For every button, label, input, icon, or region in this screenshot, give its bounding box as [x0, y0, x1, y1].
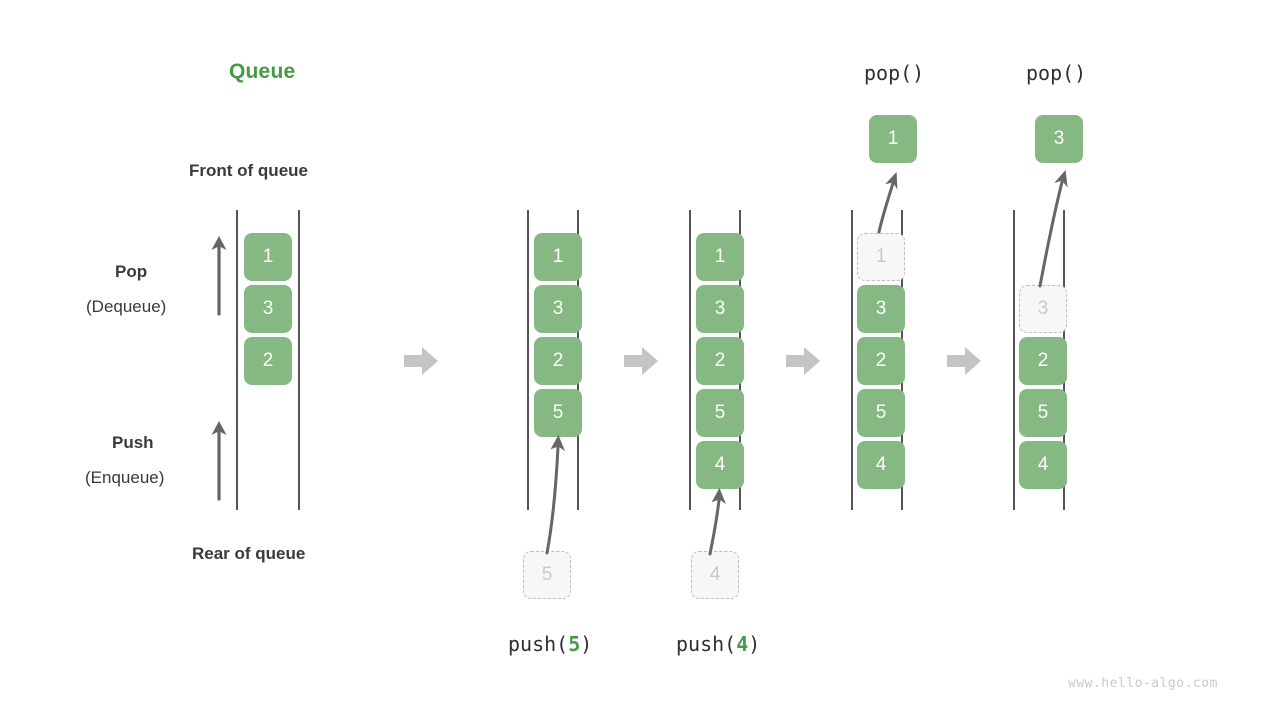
push-flow-arrow-icon: [520, 425, 590, 555]
push-4-prefix: push(: [676, 632, 737, 656]
push-4-argument: 4: [736, 632, 749, 656]
push-5-prefix: push(: [508, 632, 569, 656]
incoming-element-ghost: 4: [691, 551, 739, 599]
push-label: Push: [112, 433, 154, 452]
pop-label: Pop: [115, 262, 148, 281]
queue-cell: 3: [534, 285, 582, 333]
front-of-queue-label: Front of queue: [189, 161, 308, 180]
push-5-suffix: ): [580, 632, 593, 656]
queue-rail-left-3: [689, 210, 691, 510]
push-5-operation-label: push(5): [508, 632, 592, 656]
pop-direction-arrow-icon: [206, 232, 232, 316]
queue-rail-right-1: [298, 210, 300, 510]
push-5-argument: 5: [568, 632, 581, 656]
queue-cell: 2: [244, 337, 292, 385]
dequeue-label: (Dequeue): [86, 297, 167, 316]
queue-cell: 5: [696, 389, 744, 437]
popped-element: 1: [869, 115, 917, 163]
queue-cell: 5: [534, 389, 582, 437]
queue-cell: 5: [857, 389, 905, 437]
queue-cell: 2: [534, 337, 582, 385]
queue-rail-left-4: [851, 210, 853, 510]
transition-arrow-icon: [624, 344, 658, 378]
queue-cell: 4: [1019, 441, 1067, 489]
popped-element: 3: [1035, 115, 1083, 163]
watermark: www.hello-algo.com: [1068, 676, 1218, 691]
queue-cell: 3: [244, 285, 292, 333]
queue-cell: 4: [857, 441, 905, 489]
push-flow-arrow-icon: [690, 478, 750, 556]
queue-cell: 4: [696, 441, 744, 489]
transition-arrow-icon: [947, 344, 981, 378]
queue-rail-left-5: [1013, 210, 1015, 510]
transition-arrow-icon: [786, 344, 820, 378]
pop-flow-arrow-icon: [862, 160, 922, 238]
queue-cell: 1: [244, 233, 292, 281]
queue-cell: 2: [696, 337, 744, 385]
queue-cell: 1: [534, 233, 582, 281]
queue-cell: 2: [1019, 337, 1067, 385]
queue-cell: 5: [1019, 389, 1067, 437]
queue-cell-ghost: 1: [857, 233, 905, 281]
queue-cell: 3: [696, 285, 744, 333]
page-title: Queue: [229, 60, 296, 83]
queue-rail-left-2: [527, 210, 529, 510]
queue-cell-ghost: 3: [1019, 285, 1067, 333]
incoming-element-ghost: 5: [523, 551, 571, 599]
enqueue-label: (Enqueue): [85, 468, 165, 487]
push-4-suffix: ): [748, 632, 761, 656]
queue-cell: 3: [857, 285, 905, 333]
rear-of-queue-label: Rear of queue: [192, 544, 306, 563]
pop-1-operation-label: pop(): [864, 61, 925, 85]
transition-arrow-icon: [404, 344, 438, 378]
pop-2-operation-label: pop(): [1026, 61, 1087, 85]
pop-flow-arrow-icon: [1022, 158, 1092, 290]
queue-cell: 2: [857, 337, 905, 385]
push-4-operation-label: push(4): [676, 632, 760, 656]
push-direction-arrow-icon: [206, 417, 232, 501]
queue-cell: 1: [696, 233, 744, 281]
queue-rail-left-1: [236, 210, 238, 510]
